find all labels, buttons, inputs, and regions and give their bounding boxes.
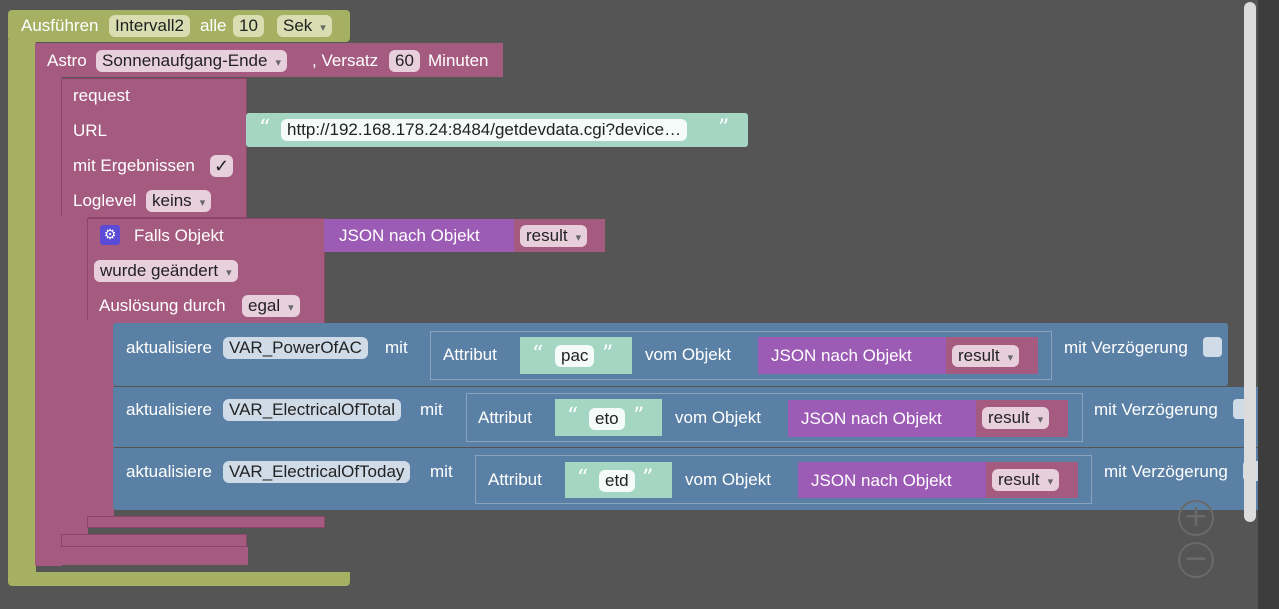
schedule-block-footer	[8, 572, 350, 586]
astro-label: Astro	[47, 51, 87, 70]
attribute-label: Attribut	[443, 345, 497, 364]
attr-open-quote-icon: “	[532, 342, 544, 367]
update-label: aktualisiere	[126, 338, 212, 357]
json-label: JSON nach Objekt	[801, 409, 942, 428]
update-var-field[interactable]: VAR_ElectricalOfTotal	[223, 399, 401, 421]
json-label: JSON nach Objekt	[811, 471, 952, 490]
trigger-label: Falls Objekt	[134, 226, 224, 245]
delay-label: mit Verzögerung	[1094, 400, 1218, 419]
url-field[interactable]: http://192.168.178.24:8484/getdevdata.cg…	[281, 119, 688, 141]
schedule-block-arm	[8, 40, 36, 580]
json-var-dropdown[interactable]: result	[992, 469, 1060, 491]
json-var-dropdown[interactable]: result	[952, 345, 1020, 367]
delay-checkbox[interactable]	[1203, 337, 1222, 357]
attribute-label: Attribut	[488, 470, 542, 489]
interval-value-field[interactable]: 10	[233, 15, 264, 37]
schedule-every-label: alle	[200, 16, 227, 35]
update-var-field[interactable]: VAR_PowerOfAC	[223, 337, 368, 359]
from-object-label: vom Objekt	[645, 345, 731, 364]
from-object-label: vom Objekt	[675, 408, 761, 427]
update-var-field[interactable]: VAR_ElectricalOfToday	[223, 461, 411, 483]
astro-minutes-label: Minuten	[428, 51, 489, 70]
zoom-in-button[interactable]: +	[1178, 500, 1214, 536]
trigger-json-label: JSON nach Objekt	[339, 226, 480, 245]
gear-icon[interactable]: ⚙	[100, 225, 120, 245]
interval-unit-dropdown[interactable]: Sek	[277, 15, 332, 37]
update-label: aktualisiere	[126, 462, 212, 481]
attr-close-quote-icon: ”	[642, 466, 654, 491]
request-block-arm	[61, 216, 88, 534]
attr-open-quote-icon: “	[567, 404, 579, 429]
trigger-triggered-by-label: Auslösung durch	[99, 296, 226, 315]
attribute-label: Attribut	[478, 408, 532, 427]
request-loglevel-dropdown[interactable]: keins	[146, 190, 212, 212]
attr-close-quote-icon: ”	[633, 404, 645, 429]
attr-close-quote-icon: ”	[602, 342, 614, 367]
attribute-value-field[interactable]: etd	[599, 470, 635, 492]
schedule-run-label: Ausführen	[21, 16, 99, 35]
astro-block-footer	[35, 547, 248, 565]
delay-label: mit Verzögerung	[1104, 462, 1228, 481]
astro-block-arm	[35, 76, 62, 566]
json-var-dropdown[interactable]: result	[982, 407, 1050, 429]
request-url-label: URL	[73, 121, 108, 140]
update-with-label: mit	[385, 338, 408, 357]
attr-open-quote-icon: “	[577, 466, 589, 491]
attribute-value-field[interactable]: eto	[589, 408, 625, 430]
trigger-condition-dropdown[interactable]: wurde geändert	[94, 260, 238, 282]
request-block-footer	[61, 534, 247, 547]
scrollbar-thumb[interactable]	[1244, 2, 1256, 522]
update-label: aktualisiere	[126, 400, 212, 419]
trigger-triggered-by-dropdown[interactable]: egal	[242, 295, 300, 317]
trigger-block-footer	[87, 516, 325, 528]
url-close-quote-icon: ”	[718, 116, 730, 141]
scrollbar-track[interactable]	[1258, 0, 1279, 609]
url-open-quote-icon: “	[259, 116, 271, 141]
request-label: request	[73, 86, 130, 105]
attribute-value-field[interactable]: pac	[555, 345, 595, 367]
trigger-json-var-dropdown[interactable]: result	[520, 225, 588, 247]
interval-name-field[interactable]: Intervall2	[109, 15, 190, 37]
json-label: JSON nach Objekt	[771, 346, 912, 365]
trigger-block-arm	[87, 320, 114, 518]
request-results-checkbox[interactable]: ✓	[210, 155, 234, 177]
astro-event-dropdown[interactable]: Sonnenaufgang-Ende	[96, 50, 287, 72]
request-loglevel-label: Loglevel	[73, 191, 137, 210]
request-results-label: mit Ergebnissen	[73, 156, 195, 175]
update-with-label: mit	[420, 400, 443, 419]
from-object-label: vom Objekt	[685, 470, 771, 489]
astro-offset-field[interactable]: 60	[389, 50, 420, 72]
update-with-label: mit	[430, 462, 453, 481]
zoom-out-button[interactable]: −	[1178, 542, 1214, 578]
delay-label: mit Verzögerung	[1064, 338, 1188, 357]
astro-offset-label: , Versatz	[312, 51, 379, 70]
